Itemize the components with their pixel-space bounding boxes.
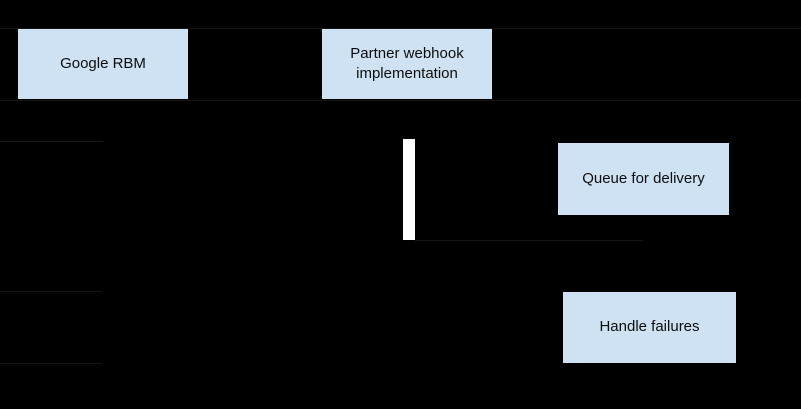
faint-horizontal-line-header-bottom — [0, 100, 801, 101]
node-partner-webhook-implementation-label: Partner webhook implementation — [350, 44, 464, 82]
activation-bar — [403, 139, 415, 240]
node-partner-webhook-implementation: Partner webhook implementation — [322, 29, 492, 99]
faint-lifeline-segment-3 — [0, 363, 102, 364]
faint-lifeline-segment-1 — [0, 141, 103, 142]
node-handle-failures-label: Handle failures — [599, 318, 700, 336]
node-google-rbm-label: Google RBM — [60, 54, 146, 72]
node-google-rbm: Google RBM — [18, 29, 188, 99]
faint-connector-line — [415, 240, 643, 241]
node-queue-for-delivery: Queue for delivery — [558, 143, 729, 215]
node-handle-failures: Handle failures — [563, 292, 736, 363]
faint-lifeline-segment-2 — [0, 291, 102, 292]
faint-horizontal-line-top — [0, 28, 801, 29]
node-queue-for-delivery-label: Queue for delivery — [582, 169, 705, 187]
